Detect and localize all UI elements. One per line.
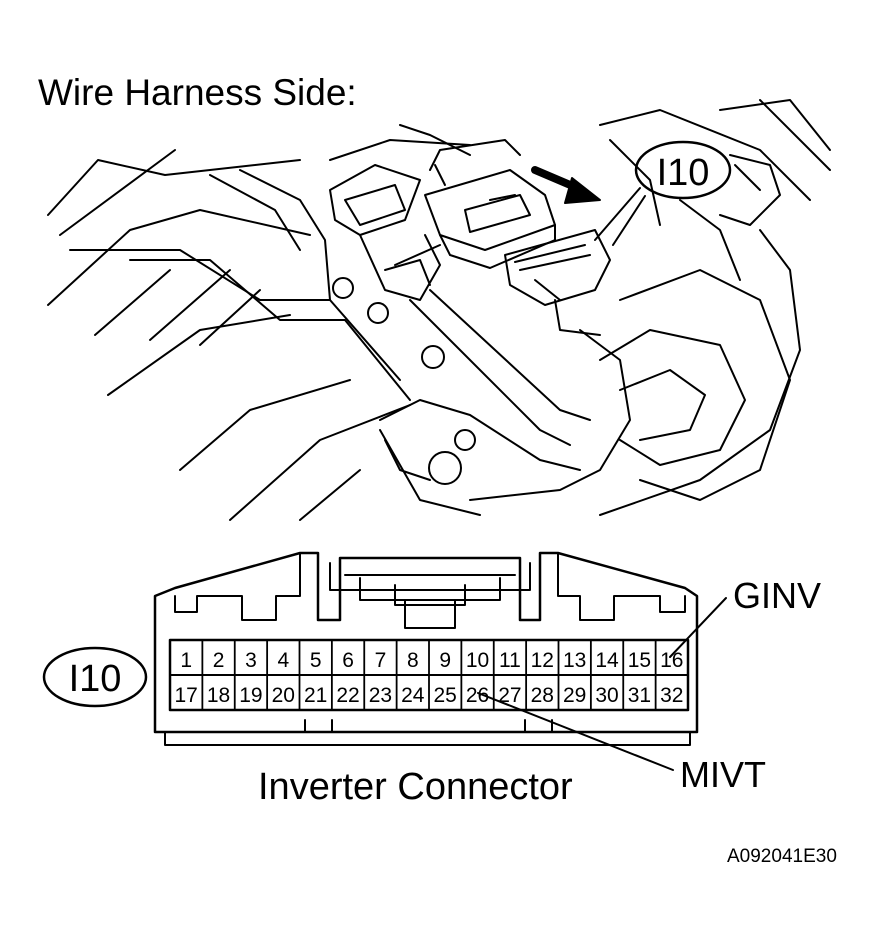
pin-11: 11 [499,649,521,672]
pin-28: 28 [531,684,554,707]
pin-3: 3 [245,649,257,672]
callout-mivt: MIVT [680,754,766,795]
pin-14: 14 [595,649,619,672]
callout-ginv: GINV [733,575,822,616]
pin-24: 24 [401,684,425,707]
pin-26: 26 [466,684,489,707]
pin-21: 21 [304,684,327,707]
pin-29: 29 [563,684,586,707]
pin-15: 15 [628,649,651,672]
pin-27: 27 [498,684,521,707]
pin-23: 23 [369,684,392,707]
pin-22: 22 [336,684,359,707]
pin-17: 17 [175,684,198,707]
engine-bay-illustration [47,99,831,521]
diagram-title: Wire Harness Side: [38,72,357,113]
pin-1: 1 [180,649,192,672]
pin-30: 30 [595,684,618,707]
pin-31: 31 [628,684,651,707]
pin-32: 32 [660,684,683,707]
pin-9: 9 [439,649,451,672]
pin-16: 16 [660,649,683,672]
pin-6: 6 [342,649,354,672]
connector-id-label-top: I10 [657,152,710,194]
pin-2: 2 [213,649,225,672]
pin-20: 20 [272,684,295,707]
pin-10: 10 [466,649,489,672]
pin-8: 8 [407,649,419,672]
pin-19: 19 [239,684,262,707]
pin-5: 5 [310,649,322,672]
pin-18: 18 [207,684,230,707]
figure-id: A092041E30 [727,846,837,867]
pin-12: 12 [531,649,554,672]
pin-25: 25 [434,684,457,707]
connector-id-label-left: I10 [69,658,122,700]
pin-7: 7 [375,649,387,672]
pin-4: 4 [277,649,289,672]
connector-name: Inverter Connector [258,766,573,808]
pin-13: 13 [563,649,586,672]
